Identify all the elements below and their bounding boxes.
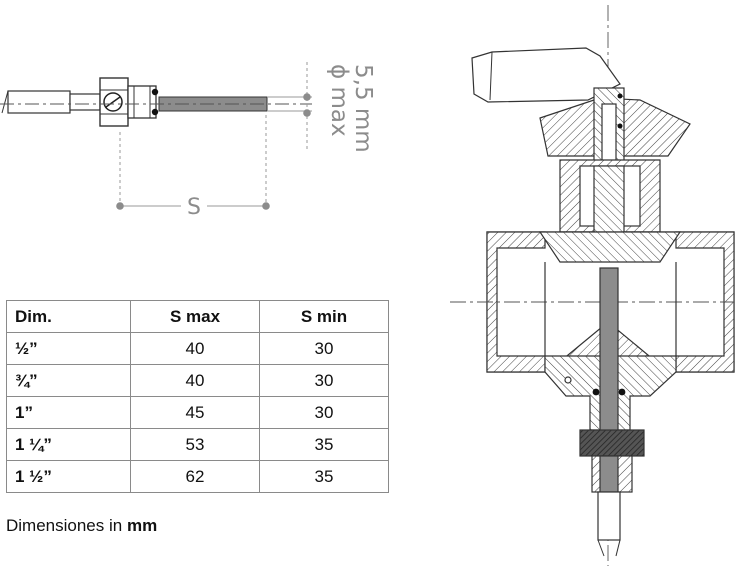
s-max-cell: 45 [130,396,260,429]
probe-fitting-diagram: S ϕ max 5,5 mm [0,62,376,220]
s-max-cell: 62 [130,460,260,493]
valve-cross-section [450,5,735,566]
s-max-cell: 53 [130,428,260,461]
units-note: Dimensiones in mm [6,516,157,536]
s-min-cell: 30 [259,332,389,365]
dimensions-table: Dim. S max S min ½” 40 30 ¾” 40 30 1” 45… [6,300,389,493]
dim-cell: 1” [6,396,131,429]
dim-cell: 1 ½” [6,460,131,493]
s-dimension-label: S [187,195,201,220]
diameter-label: ϕ max [326,64,352,137]
table-row: 1 ¼” 53 35 [6,428,389,461]
table-header-row: Dim. S max S min [6,300,389,333]
diameter-value: 5,5 mm [350,64,376,153]
units-note-unit: mm [126,516,158,535]
dim-cell: ¾” [6,364,131,397]
dim-cell: 1 ¼” [6,428,131,461]
s-max-cell: 40 [130,332,260,365]
dim-cell: ½” [6,332,131,365]
s-max-cell: 40 [130,364,260,397]
s-min-cell: 35 [259,428,389,461]
column-header-s-min: S min [259,300,389,333]
column-header-s-max: S max [130,300,260,333]
s-min-cell: 35 [259,460,389,493]
table-row: ½” 40 30 [6,332,389,365]
table-row: 1 ½” 62 35 [6,460,389,493]
units-note-text: Dimensiones in [6,516,127,535]
s-min-cell: 30 [259,396,389,429]
column-header-dim: Dim. [6,300,131,333]
table-row: 1” 45 30 [6,396,389,429]
s-min-cell: 30 [259,364,389,397]
table-row: ¾” 40 30 [6,364,389,397]
